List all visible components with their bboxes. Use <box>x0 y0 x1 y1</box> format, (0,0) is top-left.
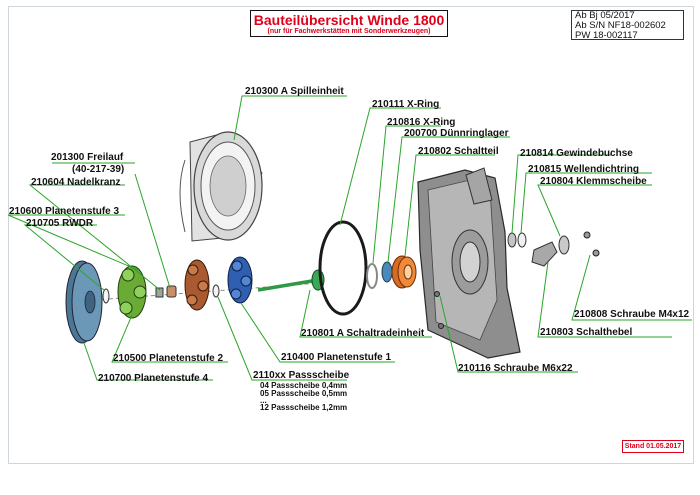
label-spool-unit: 210300 A Spilleinheit <box>245 86 344 97</box>
label-rwdr: 210705 RWDR <box>26 218 94 229</box>
threaded-bushing-part <box>507 232 517 248</box>
drawing-frame <box>8 6 694 464</box>
label-screw-m4: 210808 Schraube M4x12 <box>574 309 690 320</box>
reference-line: PW 18-002117 <box>575 30 638 41</box>
screw-m4-part <box>583 231 591 239</box>
shift-gear-unit-part <box>257 269 325 292</box>
label-shift-part: 210802 Schaltteil <box>418 146 499 157</box>
planetary-stage-1-part <box>227 256 253 304</box>
shim-option: 04 Passscheibe 0,4mm <box>260 381 348 390</box>
x-ring-large-part <box>318 220 368 316</box>
label-screw-m6: 210116 Schraube M6x22 <box>458 363 573 374</box>
label-clamp-washer: 210804 Klemmscheibe <box>540 176 647 187</box>
shim-option: 12 Passscheibe 1,2mm <box>260 403 348 412</box>
date-stamp: Stand 01.05.2017 <box>622 440 684 453</box>
reference-line: Ab S/N NF18-002602 <box>575 20 666 31</box>
planetary-stage-2-part <box>184 259 210 311</box>
clamp-washer-part <box>558 235 570 255</box>
shim-option: 05 Passscheibe 0,5mm <box>260 389 348 398</box>
label-shift-gear-unit: 210801 A Schaltradeinheit <box>301 328 425 339</box>
label-shim: 2110xx Passscheibe <box>253 370 350 381</box>
needle-bearing-part <box>155 287 164 298</box>
label-shaft-seal: 210815 Wellendichtring <box>528 164 639 175</box>
label-planetary-stage-2: 210500 Planetenstufe 2 <box>113 353 224 364</box>
planetary-stage-3-part <box>117 265 147 319</box>
x-ring-small-part <box>366 263 378 289</box>
page-subtitle: (nur für Fachwerkstätten mit Sonderwerkz… <box>267 28 431 35</box>
screw-m6-part <box>434 291 440 297</box>
label-planetary-stage-3: 210600 Planetenstufe 3 <box>9 206 120 217</box>
screw-m4-part <box>592 249 600 257</box>
shaft-seal-part <box>517 232 527 248</box>
leader-lines <box>7 95 692 381</box>
shim-washer-part <box>212 284 220 298</box>
label-shift-lever: 210803 Schalthebel <box>540 327 633 338</box>
label-planetary-stage-4: 210700 Planetenstufe 4 <box>98 373 209 384</box>
label-thin-ring-bearing: 200700 Dünnringlager <box>404 128 509 139</box>
label-needle-bearing: 210604 Nadelkranz <box>31 177 121 188</box>
page-title: Bauteilübersicht Winde 1800 <box>253 12 445 28</box>
title-box: Bauteilübersicht Winde 1800 (nur für Fac… <box>250 10 448 37</box>
reference-line: Ab Bj 05/2017 <box>575 10 635 21</box>
shim-option-ellipsis: ... <box>260 396 267 405</box>
label-freewheel: 201300 Freilauf <box>51 152 124 163</box>
spool-unit-part <box>179 131 263 242</box>
label-planetary-stage-1: 210400 Planetenstufe 1 <box>281 352 392 363</box>
label-freewheel-number: (40-217-39) <box>72 164 125 175</box>
shift-lever-part <box>531 241 558 267</box>
rwdr-seal-part <box>102 288 110 304</box>
reference-box: Ab Bj 05/2017 Ab S/N NF18-002602 PW 18-0… <box>571 10 684 41</box>
screw-m6-part <box>438 323 444 329</box>
housing-part <box>417 167 521 359</box>
label-threaded-bushing: 210814 Gewindebuchse <box>520 148 633 159</box>
label-x-ring-small: 210816 X-Ring <box>387 117 456 128</box>
label-x-ring-large: 210111 X-Ring <box>372 99 440 110</box>
thin-ring-bearing-part <box>381 261 393 283</box>
shift-part <box>391 255 417 289</box>
freewheel-part <box>166 285 177 298</box>
